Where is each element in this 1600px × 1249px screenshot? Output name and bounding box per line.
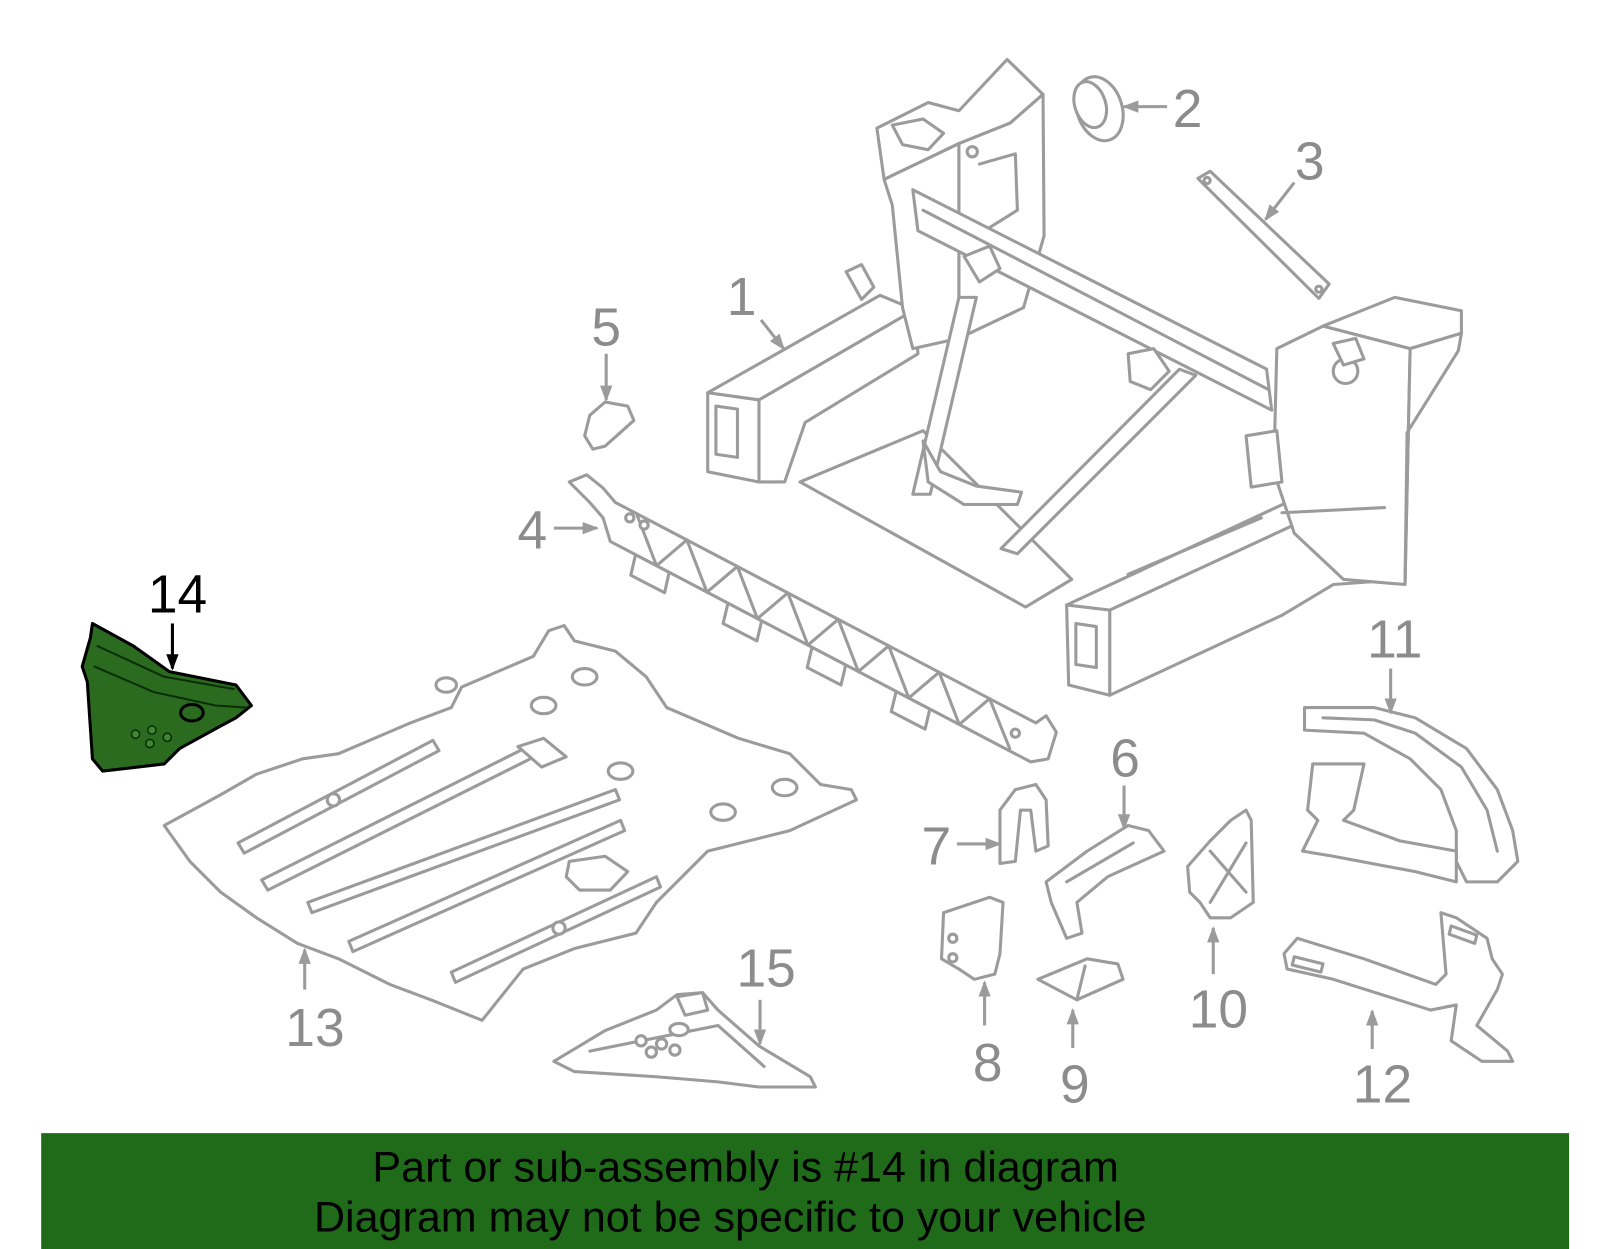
callout-label-11: 11 <box>1367 610 1422 669</box>
part-2-drawing <box>1072 75 1125 143</box>
callout-label-9: 9 <box>1060 1055 1090 1114</box>
callout-label-15: 15 <box>737 940 796 999</box>
part-10-drawing <box>1186 808 1255 920</box>
callout-label-1: 1 <box>727 268 757 327</box>
callout-arrow-1 <box>759 318 785 351</box>
info-banner: Part or sub-assembly is #14 in diagram D… <box>41 1133 1570 1249</box>
part-13-drawing <box>162 623 858 1022</box>
callout-label-14: 14 <box>148 565 207 624</box>
part-4-drawing <box>567 473 1058 764</box>
part-15-drawing <box>552 991 817 1089</box>
part-7-drawing <box>998 782 1050 865</box>
callout-label-6: 6 <box>1110 729 1140 788</box>
part-1-drawing <box>706 57 1463 697</box>
part-9-drawing <box>1036 957 1125 1002</box>
callout-label-4: 4 <box>518 502 548 561</box>
callout-arrow-3 <box>1264 181 1296 222</box>
banner-line-2: Diagram may not be specific to your vehi… <box>314 1194 1147 1242</box>
callout-label-10: 10 <box>1189 981 1248 1040</box>
callout-label-12: 12 <box>1353 1055 1412 1114</box>
part-12-drawing <box>1282 911 1515 1063</box>
callout-label-5: 5 <box>591 299 621 358</box>
banner-background <box>41 1133 1570 1249</box>
part-5-drawing <box>583 400 636 451</box>
callout-label-8: 8 <box>973 1034 1003 1093</box>
callout-label-13: 13 <box>285 999 344 1058</box>
banner-line-1: Part or sub-assembly is #14 in diagram <box>372 1143 1118 1191</box>
part-3-drawing <box>1196 169 1331 300</box>
part-6-drawing <box>1044 823 1166 940</box>
callout-label-2: 2 <box>1173 80 1203 139</box>
callout-label-7: 7 <box>922 818 952 877</box>
part-14-drawing <box>80 621 253 773</box>
part-8-drawing <box>939 895 1005 981</box>
callout-label-3: 3 <box>1295 133 1325 192</box>
part-11-drawing <box>1300 706 1520 884</box>
